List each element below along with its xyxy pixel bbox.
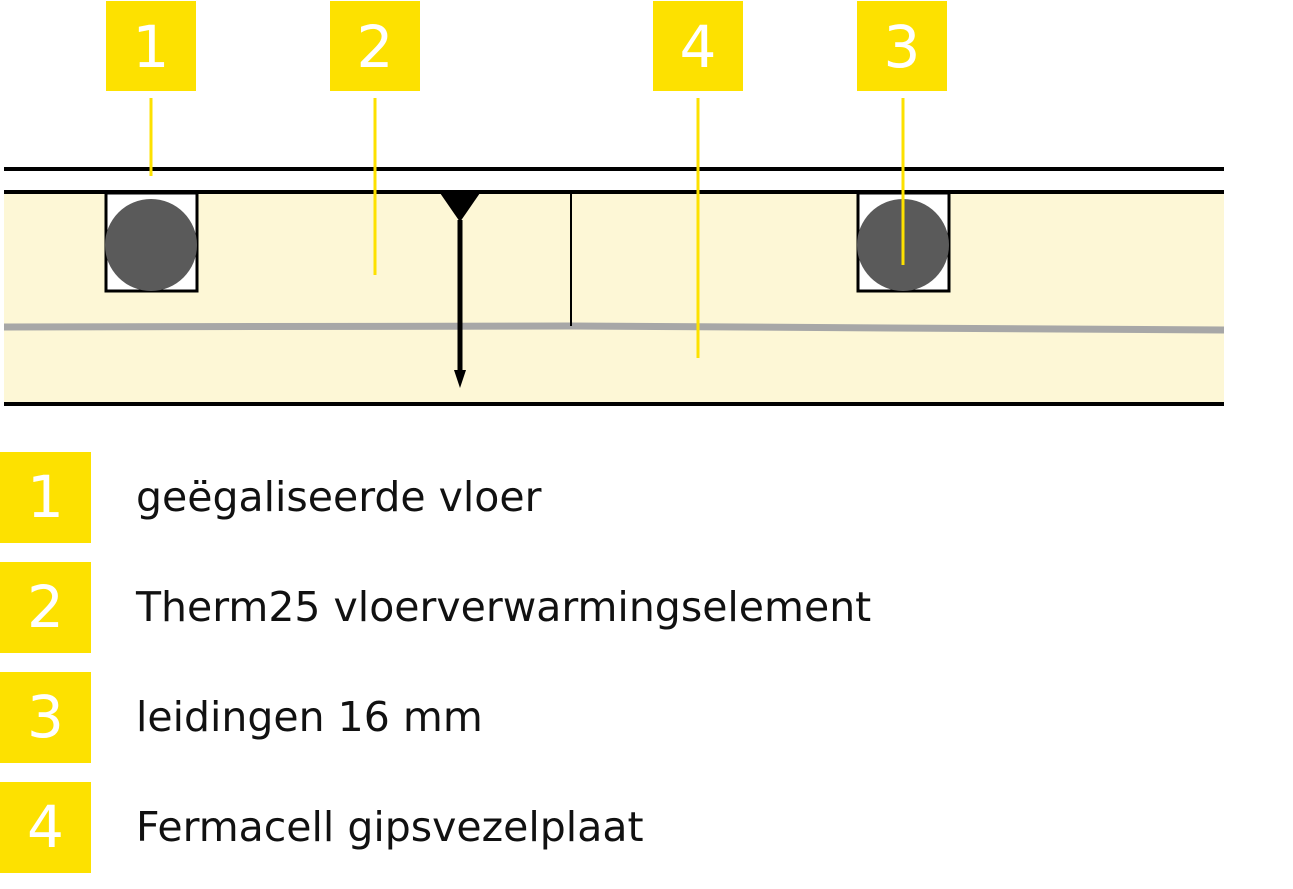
callout-4-badge: 4 [653,1,743,91]
legend-badge-3: 3 [0,672,91,763]
legend-badge-4: 4 [0,782,91,873]
therm25-element-layer [4,192,1224,328]
legend-label-4: Fermacell gipsvezelplaat [136,803,644,851]
legend-item-3: 3 leidingen 16 mm [0,672,1293,764]
legend-label-2: Therm25 vloerverwarmingselement [136,583,872,631]
legend-item-2: 2 Therm25 vloerverwarmingselement [0,562,1293,654]
layer-separation-line [3,322,1225,334]
fermacell-layer [4,328,1224,404]
callout-4-number: 4 [680,13,717,81]
legend-label-3: leidingen 16 mm [136,693,483,741]
floor-cross-section-diagram: 1 2 4 3 [3,1,1225,406]
screw-tip [454,370,466,388]
pipe-left [105,199,197,291]
callout-1-number: 1 [133,13,170,81]
callout-2-number: 2 [357,13,394,81]
legend-item-1: 1 geëgaliseerde vloer [0,452,1293,544]
callout-2-badge: 2 [330,1,420,91]
legend-item-4: 4 Fermacell gipsvezelplaat [0,782,1293,874]
callout-3-number: 3 [884,13,921,81]
callout-3-badge: 3 [857,1,947,91]
legend-badge-2: 2 [0,562,91,653]
legend-badge-1: 1 [0,452,91,543]
legend-label-1: geëgaliseerde vloer [136,473,542,521]
callout-1-badge: 1 [106,1,196,91]
screw-head [440,193,480,222]
